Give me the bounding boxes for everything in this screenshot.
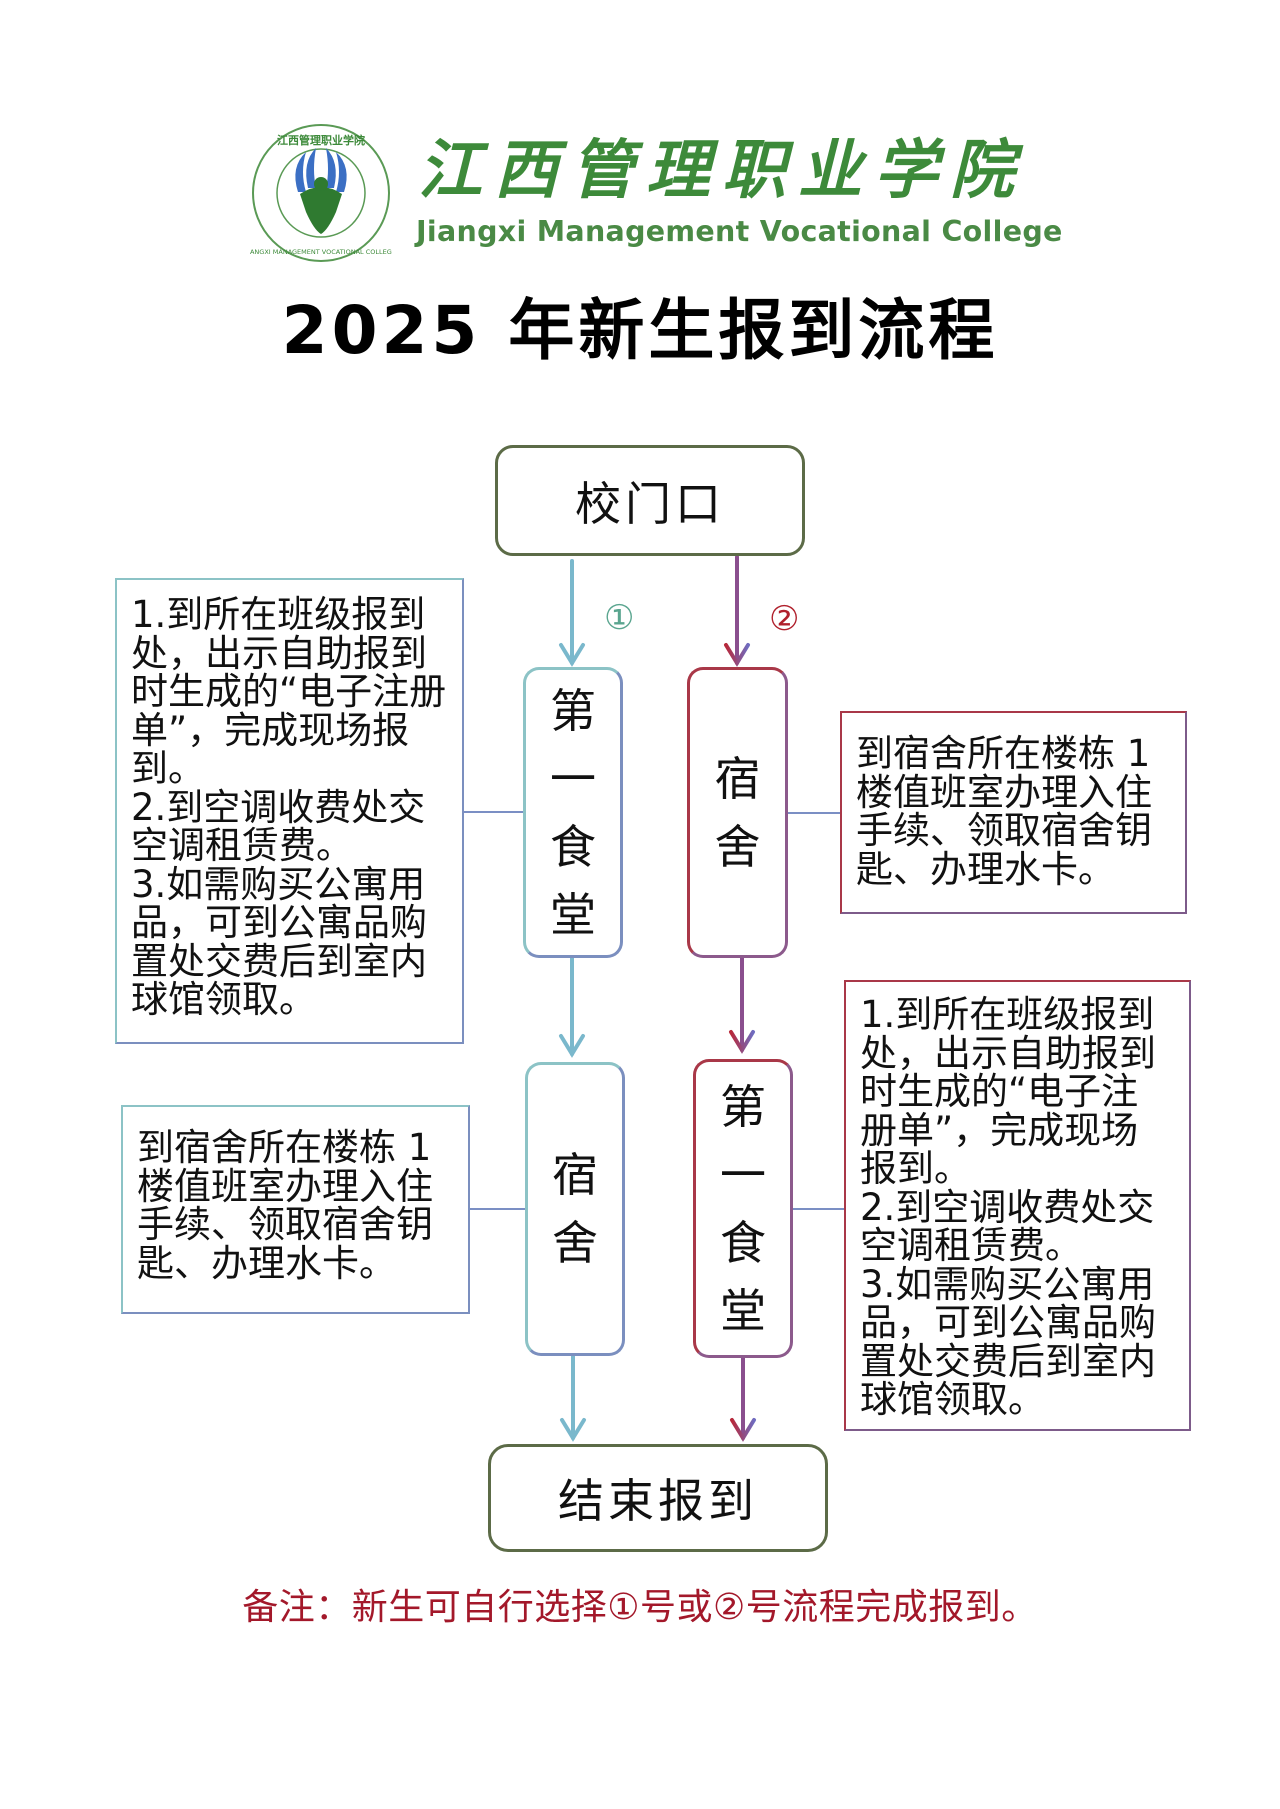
detail-item: 1.到所在班级报到处，出示自助报到时生成的“电子注册单”，完成现场报到。 [860, 993, 1156, 1190]
detail-item: 2.到空调收费处交空调租赁费。 [860, 1185, 1155, 1267]
connector-line [470, 1208, 525, 1210]
node-char: 食 [720, 1215, 766, 1270]
emblem-icon: 江西管理职业学院 JIANGXI MANAGEMENT VOCATIONAL C… [245, 124, 396, 262]
route2-step1-dorm-node: 宿 舍 [687, 667, 788, 958]
route2-badge: ② [769, 599, 800, 639]
route2-step2-canteen-node: 第 一 食 堂 [693, 1059, 793, 1358]
svg-text:江西管理职业学院: 江西管理职业学院 [277, 133, 365, 147]
detail-item: 到宿舍所在楼栋 1 楼值班室办理入住手续、领取宿舍钥匙、办理水卡。 [137, 1126, 433, 1285]
detail-item: 1.到所在班级报到处，出示自助报到时生成的“电子注册单”，完成现场报到。 [131, 593, 447, 790]
node-char: 宿 [552, 1148, 598, 1202]
connector-line [464, 811, 523, 813]
college-name-en: Jiangxi Management Vocational College [416, 215, 1063, 248]
detail-item: 3.如需购买公寓用品，可到公寓品购置处交费后到室内球馆领取。 [131, 862, 427, 1021]
route2-step2-detail-box: 1.到所在班级报到处，出示自助报到时生成的“电子注册单”，完成现场报到。 2.到… [844, 980, 1191, 1431]
college-name-cn: 江西管理职业学院 [418, 133, 1026, 208]
node-char: 第 [550, 683, 596, 738]
detail-item: 2.到空调收费处交空调租赁费。 [131, 785, 426, 867]
node-char: 一 [720, 1147, 766, 1202]
start-node-label: 校门口 [575, 476, 725, 531]
route1-step2-detail-box: 到宿舍所在楼栋 1 楼值班室办理入住手续、领取宿舍钥匙、办理水卡。 [121, 1105, 470, 1314]
route1-step1-detail-box: 1.到所在班级报到处，出示自助报到时生成的“电子注册单”，完成现场报到。 2.到… [115, 578, 464, 1044]
route1-badge: ① [604, 598, 635, 638]
start-node-school-gate: 校门口 [495, 445, 805, 556]
node-char: 堂 [550, 887, 596, 942]
node-char: 宿 [714, 751, 761, 806]
connector-line [793, 1208, 844, 1210]
route1-step1-canteen-node: 第 一 食 堂 [523, 667, 623, 958]
node-char: 舍 [714, 819, 761, 874]
node-char: 一 [550, 751, 596, 806]
connector-line [788, 812, 840, 814]
svg-text:JIANGXI MANAGEMENT VOCATIONAL: JIANGXI MANAGEMENT VOCATIONAL COLLEGE [250, 248, 392, 256]
node-char: 堂 [720, 1283, 766, 1338]
end-node-label: 结束报到 [558, 1474, 758, 1528]
node-char: 舍 [552, 1216, 598, 1270]
detail-item: 到宿舍所在楼栋 1 楼值班室办理入住手续、领取宿舍钥匙、办理水卡。 [856, 732, 1152, 891]
detail-item: 3.如需购买公寓用品，可到公寓品购置处交费后到室内球馆领取。 [860, 1262, 1156, 1421]
page-title: 2025 年新生报到流程 [281, 292, 999, 369]
footnote-remark: 备注：新生可自行选择①号或②号流程完成报到。 [242, 1587, 1038, 1628]
node-char: 食 [550, 819, 596, 874]
end-node-finish-registration: 结束报到 [488, 1444, 828, 1552]
node-char: 第 [720, 1079, 766, 1134]
route2-step1-detail-box: 到宿舍所在楼栋 1 楼值班室办理入住手续、领取宿舍钥匙、办理水卡。 [840, 711, 1187, 914]
college-emblem-logo: 江西管理职业学院 JIANGXI MANAGEMENT VOCATIONAL C… [245, 122, 396, 264]
route1-step2-dorm-node: 宿 舍 [525, 1062, 625, 1356]
